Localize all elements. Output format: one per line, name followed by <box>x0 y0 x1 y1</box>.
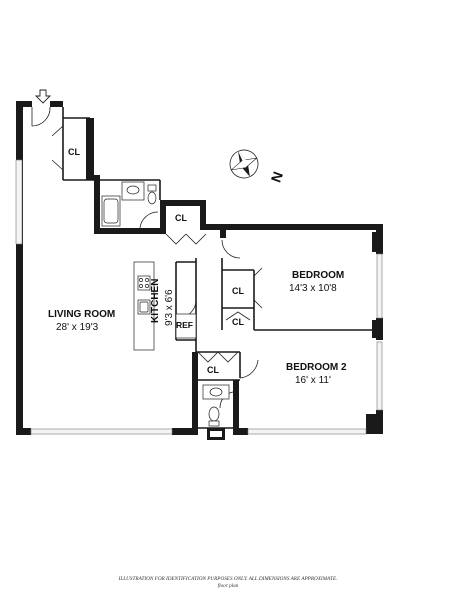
entry-arrow-icon <box>34 89 52 104</box>
credit-text: floor plan <box>218 582 239 589</box>
living-room-dims: 28' x 19'3 <box>56 322 99 333</box>
fixtures <box>101 181 230 427</box>
kitchen-label: KITCHEN <box>150 279 161 323</box>
kitchen-dims: 9'3 x 6'6 <box>164 289 175 326</box>
ref-label: REF <box>176 320 193 330</box>
exterior-walls <box>16 101 383 435</box>
living-room-label: LIVING ROOM <box>48 309 115 320</box>
closet-label-entry: CL <box>68 147 80 157</box>
bedroom-2-label: BEDROOM 2 <box>286 362 347 373</box>
windows <box>15 159 383 435</box>
interior-walls <box>62 107 376 440</box>
compass-icon <box>229 149 259 179</box>
closet-label-hall: CL <box>175 213 187 223</box>
closet-label-bedroom-1a: CL <box>232 286 244 296</box>
bedroom-1-dims: 14'3 x 10'8 <box>289 283 337 294</box>
door-swings <box>31 106 263 409</box>
compass-letter: N <box>268 169 286 184</box>
bedroom-1-label: BEDROOM <box>292 270 344 281</box>
closet-label-bedroom-1b: CL <box>232 317 244 327</box>
bedroom-2-dims: 16' x 11' <box>295 375 331 386</box>
closet-label-bedroom-2: CL <box>207 365 219 375</box>
disclaimer-text: ILLUSTRATION FOR IDENTIFICATION PURPOSES… <box>118 576 338 582</box>
